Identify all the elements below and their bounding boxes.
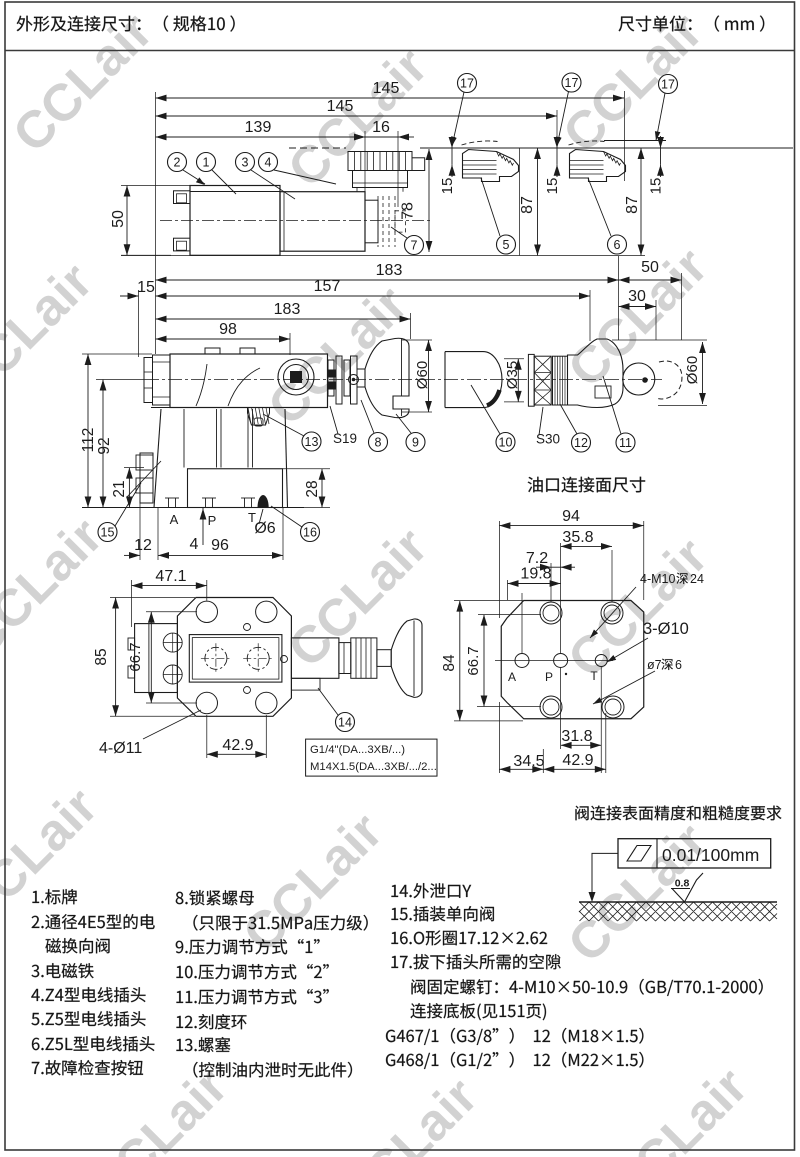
- svg-text:CCLair: CCLair: [0, 777, 109, 939]
- svg-text:34.5: 34.5: [513, 753, 544, 770]
- svg-text:CCLair: CCLair: [327, 1067, 489, 1157]
- svg-text:9: 9: [412, 435, 419, 449]
- svg-text:84: 84: [441, 654, 458, 672]
- svg-text:A: A: [508, 670, 516, 684]
- svg-text:98: 98: [219, 321, 237, 338]
- svg-text:Ø6: Ø6: [254, 520, 275, 537]
- svg-text:CCLair: CCLair: [0, 507, 114, 669]
- svg-text:87: 87: [624, 196, 641, 214]
- svg-text:16: 16: [372, 119, 390, 136]
- svg-text:87: 87: [519, 196, 536, 214]
- svg-text:13: 13: [305, 435, 319, 449]
- svg-text:7.2: 7.2: [526, 550, 548, 567]
- svg-text:G1/4"(DA...3XB/...): G1/4"(DA...3XB/...): [310, 744, 405, 756]
- svg-text:5: 5: [503, 238, 510, 252]
- svg-text:CCLair: CCLair: [277, 37, 439, 199]
- svg-text:3: 3: [242, 155, 249, 169]
- svg-text:Ø35: Ø35: [504, 361, 521, 389]
- svg-text:CCLair: CCLair: [597, 1057, 759, 1157]
- svg-text:2: 2: [174, 155, 181, 169]
- svg-text:15: 15: [648, 178, 665, 195]
- svg-text:P: P: [545, 670, 553, 684]
- svg-text:A: A: [170, 512, 179, 527]
- svg-text:6: 6: [614, 238, 621, 252]
- svg-text:78: 78: [400, 202, 417, 220]
- svg-text:14: 14: [338, 715, 352, 729]
- svg-text:183: 183: [376, 262, 403, 279]
- svg-text:47.1: 47.1: [155, 568, 186, 585]
- svg-text:12: 12: [134, 537, 152, 554]
- svg-text:8: 8: [375, 435, 382, 449]
- svg-text:4-Ø11: 4-Ø11: [99, 740, 142, 757]
- svg-text:15: 15: [101, 525, 115, 539]
- svg-text:S19: S19: [333, 431, 357, 446]
- svg-text:M14X1.5(DA...3XB/.../2...: M14X1.5(DA...3XB/.../2...: [310, 761, 437, 773]
- svg-text:CCLair: CCLair: [557, 812, 719, 974]
- svg-text:85: 85: [93, 648, 110, 665]
- svg-text:94: 94: [562, 508, 580, 525]
- svg-text:66.7: 66.7: [465, 646, 482, 675]
- svg-text:139: 139: [245, 119, 272, 136]
- svg-text:7: 7: [411, 238, 418, 252]
- svg-text:11: 11: [619, 436, 632, 450]
- svg-text:21: 21: [111, 480, 128, 497]
- svg-text:66.7: 66.7: [127, 642, 144, 671]
- svg-text:4: 4: [265, 155, 272, 169]
- svg-text:4: 4: [190, 536, 199, 553]
- svg-text:P: P: [208, 513, 217, 528]
- svg-text:6: 6: [675, 658, 682, 672]
- svg-text:24: 24: [690, 572, 704, 586]
- svg-text:19.8: 19.8: [520, 566, 551, 583]
- svg-text:50: 50: [641, 259, 659, 276]
- svg-text:15: 15: [137, 279, 155, 296]
- svg-text:1: 1: [203, 155, 210, 169]
- svg-text:T: T: [590, 669, 598, 683]
- svg-text:15: 15: [439, 178, 456, 195]
- svg-text:0.8: 0.8: [675, 878, 690, 890]
- svg-text:CCLair: CCLair: [277, 517, 439, 679]
- svg-text:ø7: ø7: [647, 658, 662, 672]
- svg-text:157: 157: [314, 278, 341, 295]
- svg-text:30: 30: [628, 288, 646, 305]
- svg-text:Ø60: Ø60: [684, 356, 701, 384]
- svg-text:112: 112: [80, 428, 97, 453]
- svg-text:12: 12: [574, 436, 588, 450]
- svg-text:145: 145: [373, 80, 400, 97]
- svg-text:3-Ø10: 3-Ø10: [643, 620, 689, 638]
- svg-text:42.9: 42.9: [222, 737, 253, 754]
- svg-text:42.9: 42.9: [562, 752, 593, 769]
- svg-text:28: 28: [304, 480, 321, 497]
- svg-text:Ø60: Ø60: [414, 361, 431, 389]
- svg-text:16: 16: [303, 525, 317, 539]
- svg-text:96: 96: [211, 537, 229, 554]
- svg-text:183: 183: [274, 301, 301, 318]
- svg-text:31.8: 31.8: [561, 728, 592, 745]
- svg-text:17: 17: [661, 77, 675, 91]
- svg-text:17: 17: [565, 76, 579, 90]
- svg-text:0.01/100mm: 0.01/100mm: [662, 845, 759, 865]
- svg-text:92: 92: [96, 437, 113, 454]
- svg-text:T: T: [248, 510, 256, 525]
- svg-text:35.8: 35.8: [562, 529, 593, 546]
- svg-text:50: 50: [110, 210, 127, 228]
- svg-text:4-M10: 4-M10: [640, 572, 675, 586]
- svg-text:15: 15: [544, 178, 561, 195]
- svg-text:10: 10: [499, 435, 513, 449]
- svg-text:17: 17: [460, 76, 474, 90]
- svg-text:S30: S30: [536, 432, 560, 447]
- svg-text:145: 145: [327, 98, 354, 115]
- svg-text:CCLair: CCLair: [557, 527, 719, 689]
- svg-text:CCLair: CCLair: [232, 802, 394, 964]
